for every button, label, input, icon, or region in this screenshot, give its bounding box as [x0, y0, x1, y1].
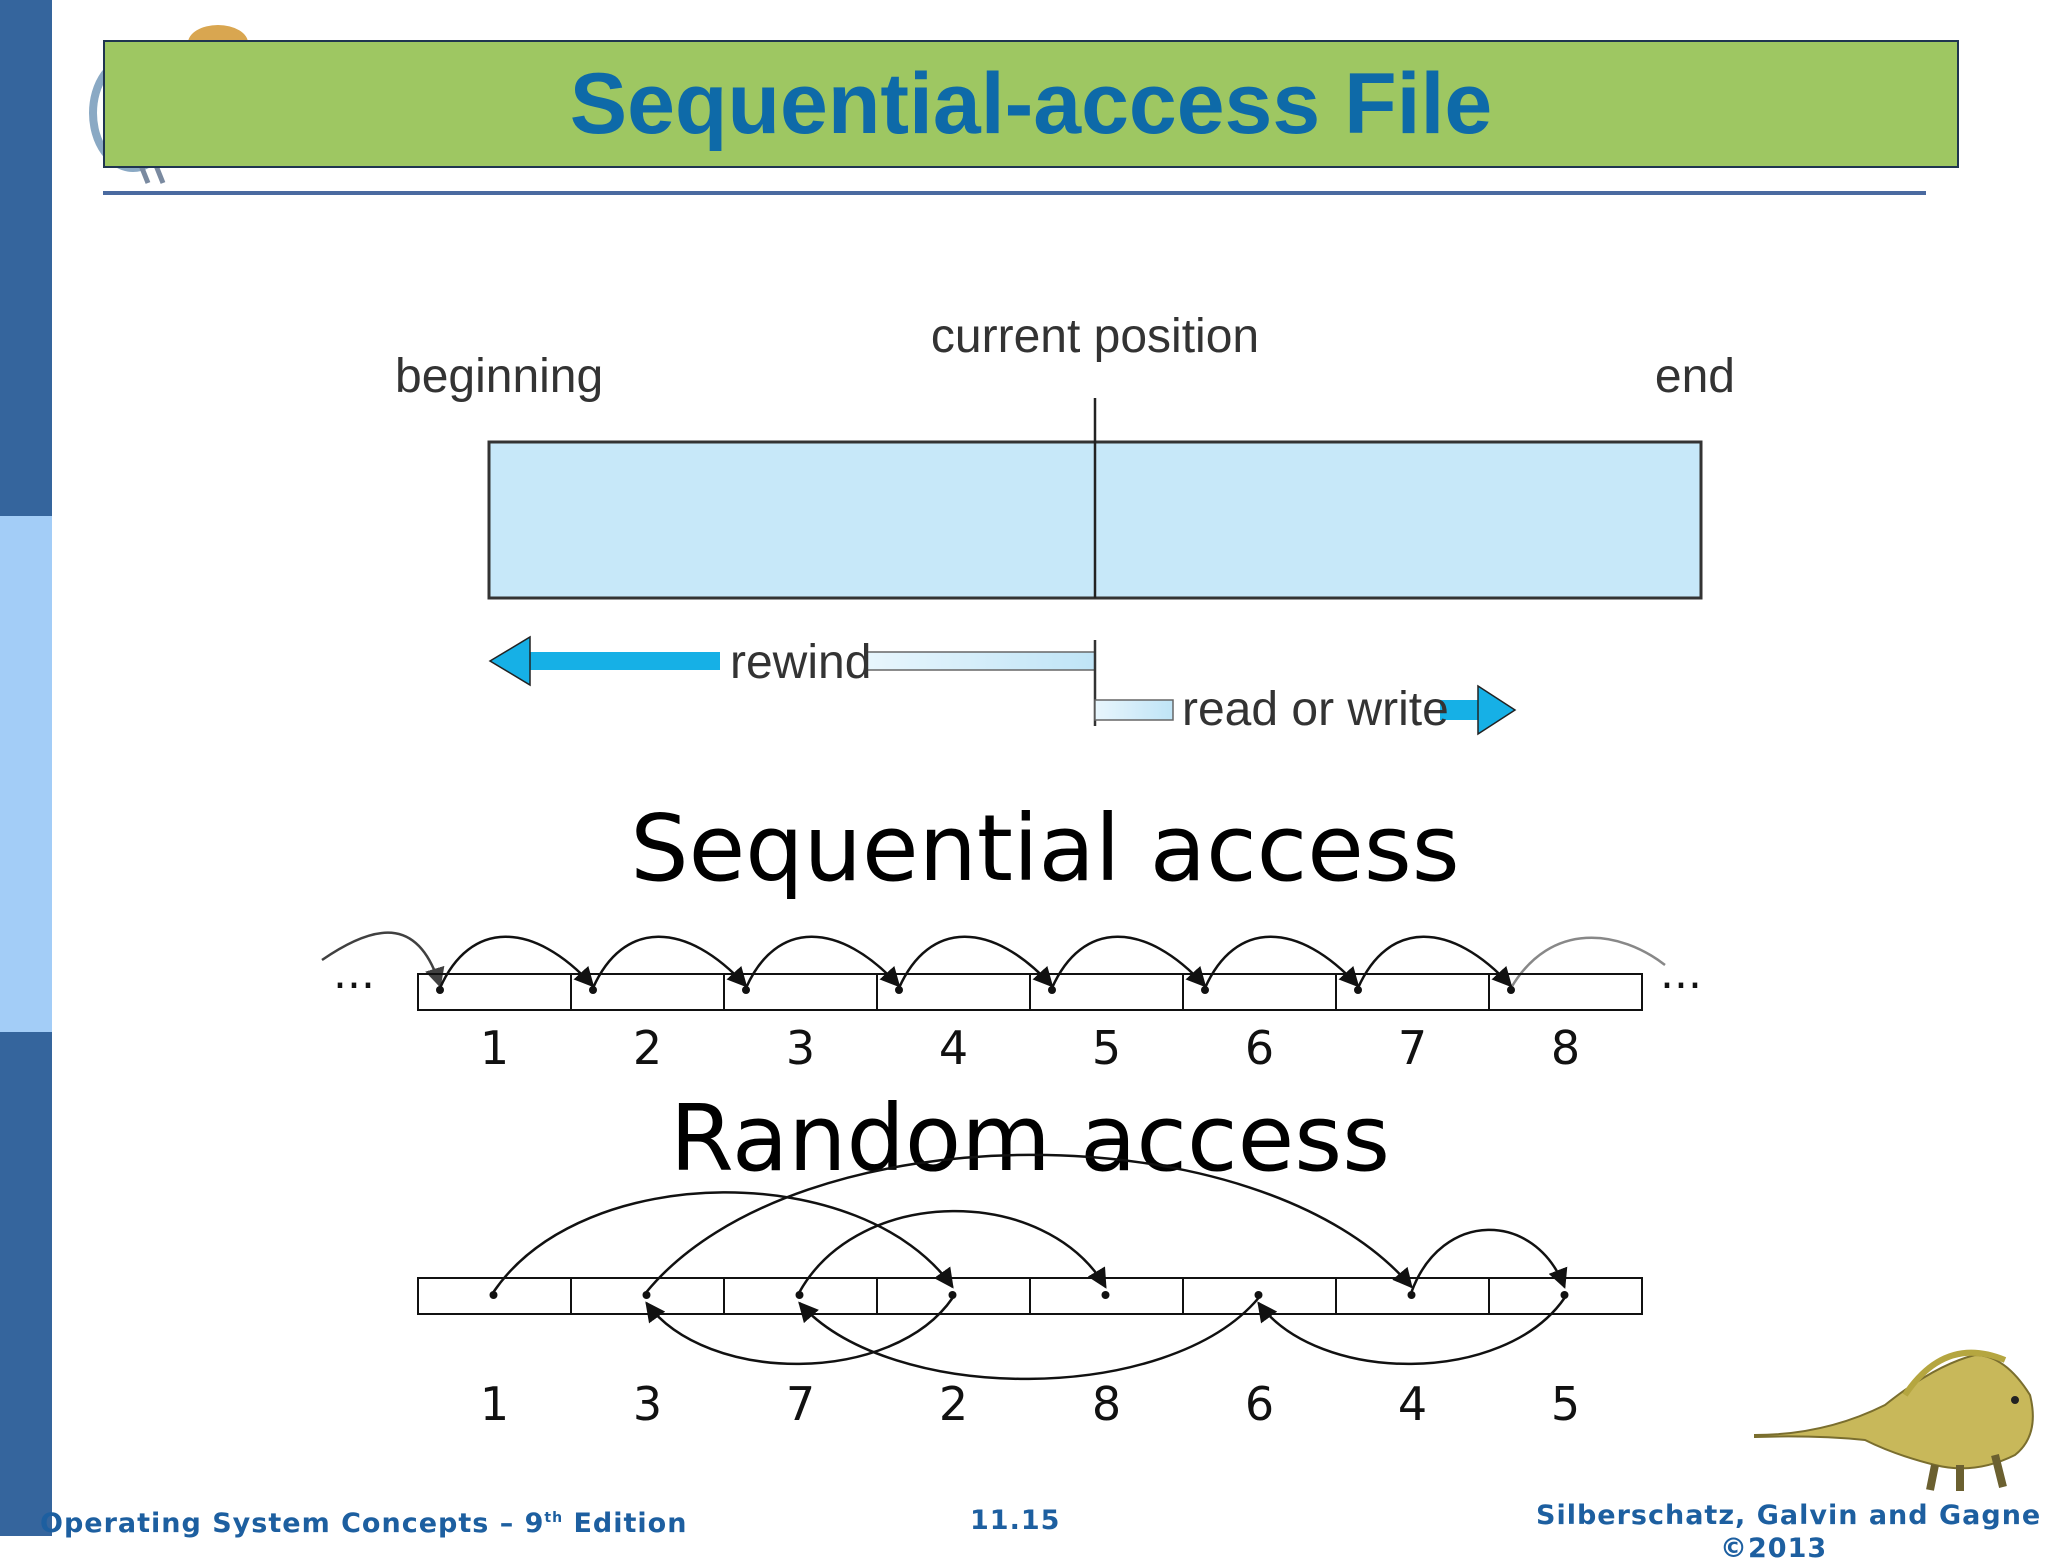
sequential-cell-label: 3	[786, 1021, 815, 1075]
random-cell-label: 2	[939, 1377, 968, 1431]
title-underline	[103, 191, 1926, 195]
rewind-label: rewind	[730, 636, 871, 689]
sidebar-band-top	[0, 0, 52, 516]
rewind-arrow	[488, 635, 1097, 726]
footer-book-name: Operating System Concepts – 9	[40, 1508, 545, 1539]
random-cell-label: 5	[1551, 1377, 1580, 1431]
footer-slide-number: 11.15	[970, 1505, 1061, 1536]
sequential-cell-label: 2	[633, 1021, 662, 1075]
random-arc	[645, 1297, 954, 1366]
random-arc	[492, 1191, 954, 1293]
sequential-cell	[1488, 973, 1643, 1011]
sequential-cell-label: 1	[480, 1021, 509, 1075]
sequential-arc	[1356, 935, 1513, 989]
random-arc	[1410, 1228, 1568, 1293]
random-heading: Random access	[670, 1085, 1390, 1192]
random-cells: 1 3 7 2 8 6 4 5	[417, 1277, 1643, 1431]
sequential-cells: 1 2 3 4 5 6 7 8	[417, 973, 1643, 1075]
random-cell-label: 7	[786, 1377, 815, 1431]
sequential-arc-outgoing	[1509, 936, 1666, 989]
read-write-label: read or write	[1182, 683, 1449, 736]
sequential-dot	[1507, 986, 1515, 994]
sequential-dot	[1048, 986, 1056, 994]
random-cell-label: 1	[480, 1377, 509, 1431]
random-dot	[1254, 1291, 1263, 1299]
random-cell-label: 6	[1245, 1377, 1274, 1431]
footer-authors: Silberschatz, Galvin and Gagne	[1536, 1500, 2042, 1531]
dinosaur-illustration	[1754, 1349, 2034, 1491]
random-dot	[489, 1291, 498, 1299]
sequential-arc	[1203, 935, 1360, 989]
random-dot	[642, 1291, 651, 1299]
current-position-label: current position	[931, 310, 1259, 363]
sequential-arc	[744, 935, 901, 989]
sequential-dot	[895, 986, 903, 994]
sequential-arc	[1050, 935, 1207, 989]
random-cell-label: 8	[1092, 1377, 1121, 1431]
footer-edition: Edition	[563, 1508, 688, 1539]
sequential-cell-label: 5	[1092, 1021, 1121, 1075]
slide-title-banner: Sequential-access File	[103, 40, 1959, 168]
sequential-arcs	[321, 931, 1666, 994]
random-dot	[1407, 1291, 1416, 1299]
sequential-ellipsis-left: ...	[333, 948, 375, 999]
sequential-cell-label: 4	[939, 1021, 968, 1075]
sequential-cell-label: 8	[1551, 1021, 1580, 1075]
sidebar-band-middle	[0, 516, 52, 1032]
sequential-arc-incoming	[321, 931, 445, 988]
sequential-arc	[591, 935, 748, 989]
sequential-dot	[436, 986, 444, 994]
footer-book-title: Operating System Concepts – 9th Edition	[40, 1508, 687, 1539]
random-arcs	[489, 1153, 1569, 1381]
random-arc	[1257, 1297, 1566, 1366]
sequential-heading: Sequential access	[630, 795, 1459, 902]
end-label: end	[1655, 350, 1735, 403]
footer-edition-sup: th	[544, 1510, 564, 1526]
random-dot	[1101, 1291, 1110, 1299]
beginning-label: beginning	[395, 350, 603, 403]
sequential-dot	[742, 986, 750, 994]
slide-title: Sequential-access File	[569, 55, 1493, 152]
sidebar-band-bottom	[0, 1032, 52, 1536]
random-cell-label: 4	[1398, 1377, 1427, 1431]
read-write-arrow	[1094, 684, 1517, 736]
left-sidebar	[0, 0, 52, 1536]
sequential-arc	[438, 935, 595, 989]
random-dot	[1560, 1291, 1569, 1299]
sequential-dot	[1354, 986, 1362, 994]
random-dot	[795, 1291, 804, 1299]
random-arc	[798, 1209, 1107, 1293]
sequential-cell-label: 6	[1245, 1021, 1274, 1075]
sequential-dot	[589, 986, 597, 994]
random-arc	[645, 1153, 1413, 1293]
random-cell-label: 3	[633, 1377, 662, 1431]
sequential-dot	[1201, 986, 1209, 994]
sequential-arc	[897, 935, 1054, 989]
sequential-cell-label: 7	[1398, 1021, 1427, 1075]
random-dot	[948, 1291, 957, 1299]
random-arc	[798, 1297, 1260, 1381]
sequential-ellipsis-right: ...	[1660, 948, 1702, 999]
footer-copyright: ©2013	[1720, 1533, 1828, 1564]
